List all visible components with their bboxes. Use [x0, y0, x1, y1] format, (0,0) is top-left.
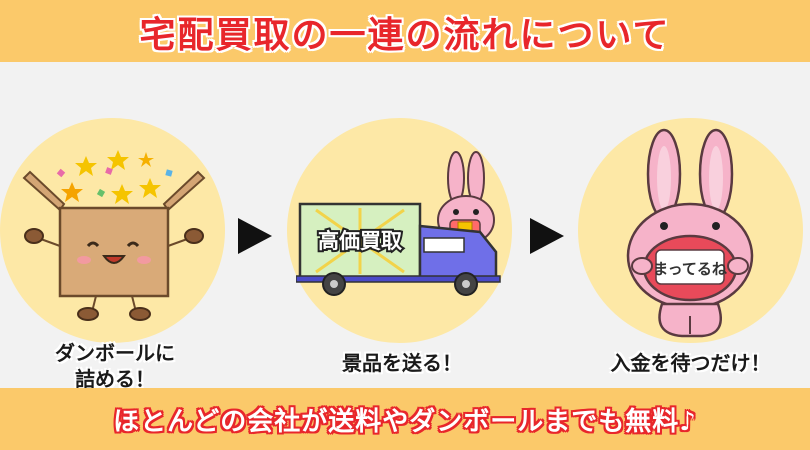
truck-text: 高価買取 [318, 229, 402, 253]
star-icon [138, 152, 154, 167]
step-1-label-line1: ダンボールに [55, 341, 175, 365]
delivery-truck-icon: 高価買取 [296, 151, 501, 296]
star-icon [107, 150, 129, 170]
step-2-label: 景品を送る！ [297, 350, 507, 376]
star-icon [75, 156, 97, 176]
play-arrow-icon [238, 218, 272, 254]
star-icon [111, 184, 133, 204]
step-2-label-line1: 景品を送る！ [342, 351, 462, 375]
star-icon [139, 178, 161, 198]
cardboard-box-icon [22, 150, 206, 321]
step-3-label-line1: 入金を待つだけ！ [610, 351, 771, 375]
page-title: 宅配買取の一連の流れについて [139, 15, 671, 56]
step-1-label: ダンボールに 詰める！ [10, 340, 220, 392]
rabbit-icon: まってるね [626, 128, 754, 338]
play-arrow-icon [530, 218, 564, 254]
footer-text: ほとんどの会社が送料やダンボールまでも無料♪ [113, 407, 697, 437]
step-1-label-line2: 詰める！ [75, 367, 155, 391]
title-banner [0, 0, 810, 62]
footer-banner [0, 388, 810, 450]
step-3-label: 入金を待つだけ！ [578, 350, 803, 376]
star-icon [61, 182, 83, 202]
rabbit-sign-text: まってるね [653, 260, 727, 278]
